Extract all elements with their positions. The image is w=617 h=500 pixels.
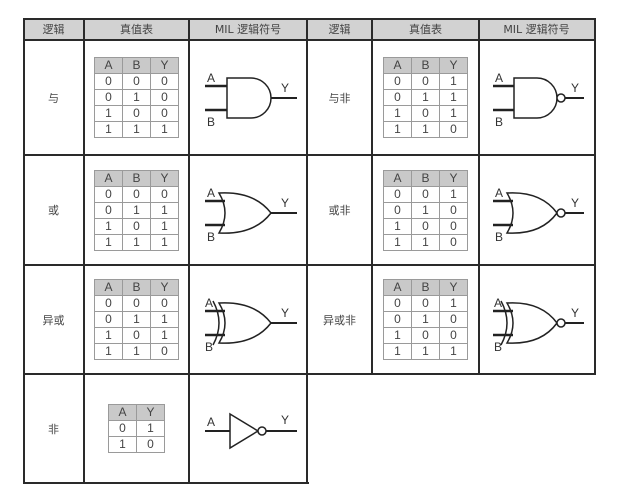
xnor-gate-icon: A B Y	[493, 296, 584, 354]
grid-line	[83, 18, 85, 484]
header-truth-table-left: 真值表	[84, 18, 189, 40]
or-gate-icon: A B Y	[205, 186, 297, 244]
svg-text:A: A	[494, 296, 502, 310]
svg-text:B: B	[205, 340, 213, 354]
gate-name-nor: 或非	[328, 204, 351, 217]
grid-line	[594, 18, 596, 375]
svg-text:Y: Y	[281, 81, 289, 95]
grid-line	[306, 18, 308, 484]
grid-line	[23, 154, 596, 156]
svg-text:A: A	[207, 415, 215, 429]
svg-text:Y: Y	[281, 413, 289, 427]
grid-line	[23, 264, 596, 266]
and-gate-icon: A B Y	[205, 71, 297, 129]
grid-line	[23, 18, 596, 20]
grid-line	[478, 18, 480, 375]
header-symbol-right: MIL 逻辑符号	[479, 18, 594, 40]
svg-text:Y: Y	[281, 196, 289, 210]
svg-text:Y: Y	[571, 306, 579, 320]
gate-name-xor: 异或	[42, 313, 65, 327]
svg-text:Y: Y	[571, 196, 579, 210]
svg-text:B: B	[495, 230, 503, 244]
gate-name-or: 或	[48, 204, 59, 217]
svg-text:B: B	[207, 230, 215, 244]
gate-name-xnor: 异或非	[323, 313, 356, 327]
gate-name-nand: 与非	[328, 91, 351, 105]
header-truth-table-right: 真值表	[372, 18, 479, 40]
header-symbol-left: MIL 逻辑符号	[189, 18, 307, 40]
grid-line	[23, 39, 596, 41]
nand-gate-icon: A B Y	[493, 71, 584, 129]
grid-line	[371, 18, 373, 375]
grid-line	[188, 18, 190, 484]
svg-text:A: A	[495, 186, 503, 200]
svg-text:Y: Y	[571, 81, 579, 95]
svg-text:B: B	[207, 115, 215, 129]
grid-line	[23, 18, 25, 484]
header-logic-right: 逻辑	[307, 18, 372, 40]
svg-text:B: B	[494, 340, 502, 354]
header-logic-left: 逻辑	[23, 18, 84, 40]
xor-gate-icon: A B Y	[205, 296, 297, 354]
grid-line	[23, 373, 596, 375]
not-gate-icon: A Y	[205, 412, 297, 450]
nor-gate-icon: A B Y	[493, 186, 584, 244]
svg-text:B: B	[495, 115, 503, 129]
svg-text:A: A	[207, 71, 215, 85]
svg-text:A: A	[205, 296, 213, 310]
grid-line	[23, 482, 309, 484]
svg-text:A: A	[495, 71, 503, 85]
svg-text:Y: Y	[281, 306, 289, 320]
svg-text:A: A	[207, 186, 215, 200]
gate-name-not: 非	[48, 422, 59, 436]
gate-name-and: 与	[48, 91, 59, 105]
